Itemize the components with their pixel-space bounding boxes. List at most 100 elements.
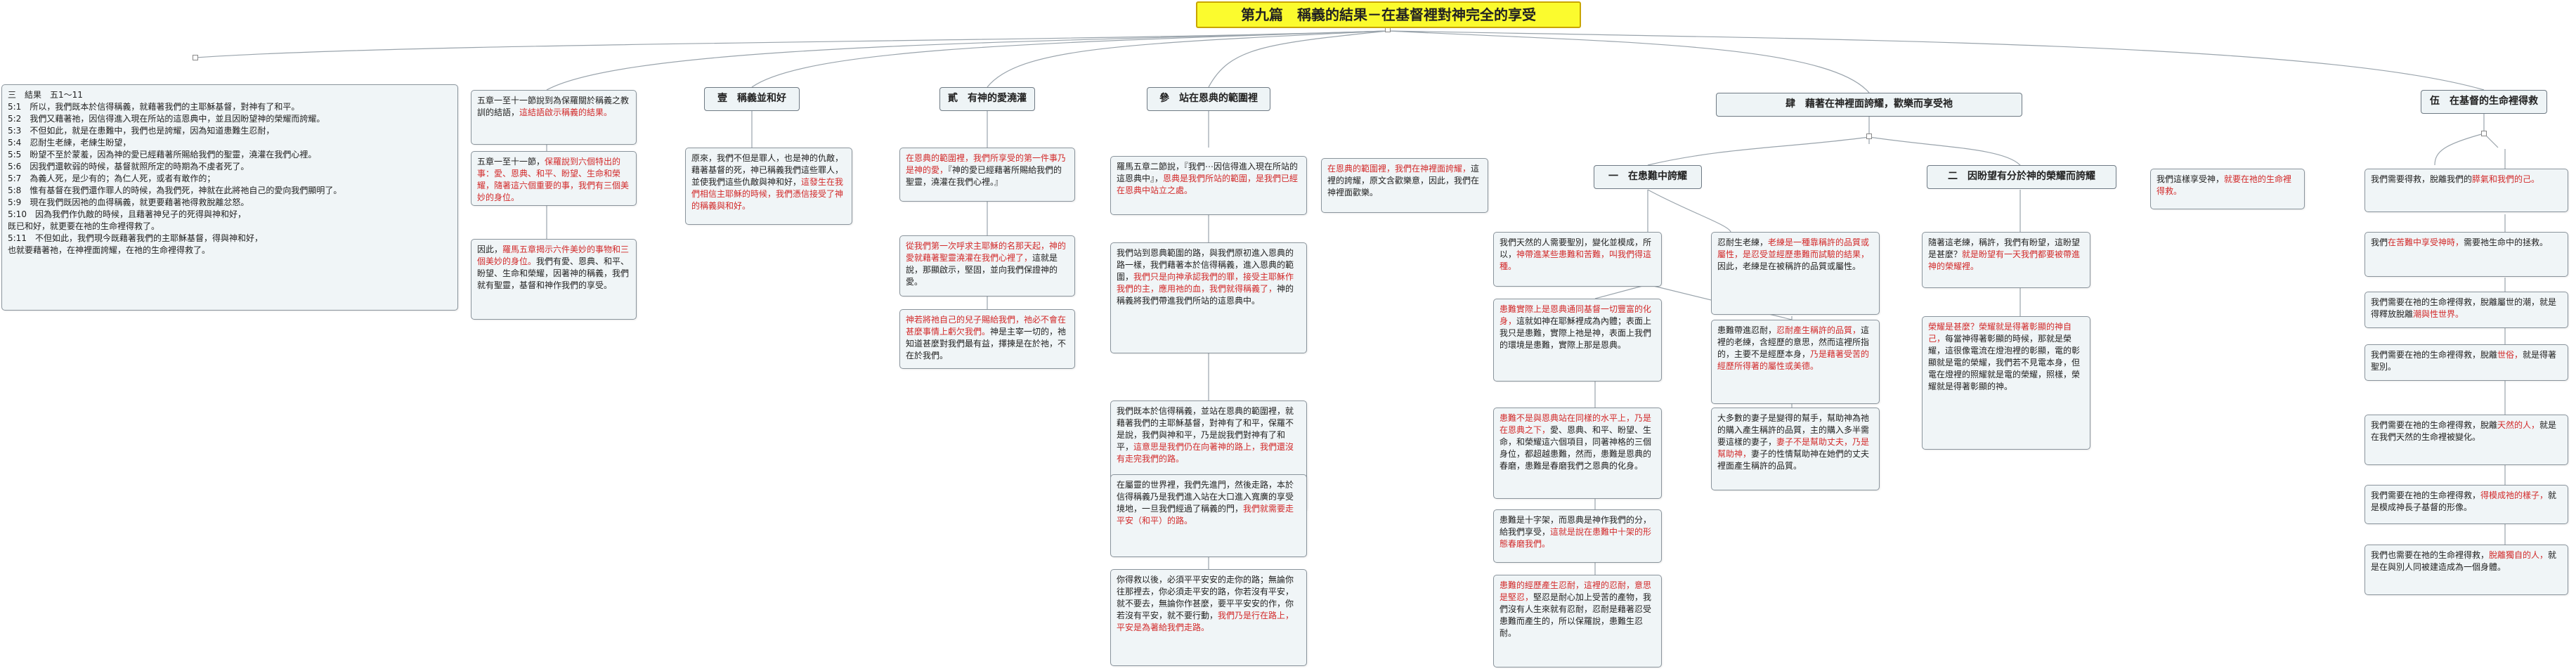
text-red: 叫我們得這種。 bbox=[1500, 249, 1652, 271]
text-red: 恩典是我們所站的範圍，是我們已經在恩典中站立之處。 bbox=[1117, 174, 1299, 195]
text-black: 患難是恩典的春磨，患難是春磨我們之恩典的化身。 bbox=[1500, 449, 1652, 471]
text-red: 我們只是向神承認我們的罪，接受主耶穌作我們的主，應用祂的血，我們就得稱義了， bbox=[1117, 272, 1294, 294]
section-2-header[interactable]: 貳 有神的愛澆灌 bbox=[939, 87, 1035, 111]
sec5-box-7: 我們也需要在祂的生命裡得救，脫離獨自的人，就是在與別人同被建造成為一個身體。 bbox=[2364, 545, 2568, 595]
node-handle-sec5[interactable] bbox=[2481, 131, 2487, 136]
text-black: 我們需要在祂的生命裡得救，脫離屬世的潮，就是得釋放脫離 bbox=[2371, 297, 2557, 319]
verse-line: 5:6 因我們還軟弱的時候，基督就照所定的時期為不虔者死了。 bbox=[8, 162, 249, 171]
sec4a-box-5: 患難的經歷產生忍耐，這裡的忍耐，意思是堅忍，堅忍是耐心加上受苦的產物，我們沒有人… bbox=[1493, 575, 1662, 667]
verse-line: 5:3 不但如此，就是在患難中，我們也是誇耀，因為知道患難生忍耐， bbox=[8, 126, 275, 136]
verse-line: 也就要藉著祂，在神裡面誇耀，在祂的生命裡得救了。 bbox=[8, 245, 211, 255]
text-black: 我們站到恩典範圍的路，與我們原初進入恩典的路一樣，我們藉著本於信得稱義，進入恩典… bbox=[1117, 248, 1294, 282]
text-black: 這裡的老練，含經歷的意思，然而這裡所指的，主要不是經歷本身， bbox=[1717, 325, 1870, 359]
text-black: 原來，我們不但是罪人，也是神的仇敵，藉著基督的死，神已稱義我們這些罪人，並使我們… bbox=[691, 153, 844, 187]
sec5-box-1: 我們需要得救，脫離我們的膵氣和我們的己。 bbox=[2364, 169, 2568, 212]
text-black: 五章一至十一節， bbox=[477, 157, 545, 167]
text-red: 就要在祂的生命裡得救。 bbox=[2157, 174, 2292, 196]
text-black: 就是得著聖別。 bbox=[2371, 350, 2557, 372]
text-red: 這結語啟示稱義的結果。 bbox=[519, 108, 613, 117]
text-black: 妻子的性情幫助神在她們的丈夫裡面產生稱許的品質。 bbox=[1717, 449, 1870, 471]
section-5-header[interactable]: 伍 在基督的生命裡得救 bbox=[2421, 90, 2547, 114]
text-red: 得模成祂的樣子， bbox=[2480, 490, 2549, 500]
sec4a-box-r2: 患難帶進忍耐，忍耐產生稱許的品質，這裡的老練，含經歷的意思，然而這裡所指的，主要… bbox=[1711, 320, 1880, 404]
text-red: 從我們第一次呼求主耶穌的名那天起，神的愛就藉著聖靈澆灌在我們心裡了， bbox=[906, 241, 1067, 263]
text-red: 榮耀是甚麼？榮耀就是得著彰顯的神自己， bbox=[1928, 322, 2072, 344]
text-black: 大多數的妻子是變得的幫手，幫助神為祂的購入產生稱許的品質，主的購入多半需要這樣的… bbox=[1717, 413, 1870, 447]
text-black: 患難是十字架，而恩典是神作我們的分，給我們享受， bbox=[1500, 515, 1652, 537]
text-black: 我們有愛、恩典、和平、盼望、生命和榮耀，因著神的稱義，我們就有聖靈，基督和神作我… bbox=[477, 256, 630, 290]
text-red: 膵氣和我們的己。 bbox=[2472, 174, 2540, 184]
verse-line: 5:7 為義人死，是少有的；為仁人死，或者有敢作的； bbox=[8, 174, 216, 183]
text-black: 就是模成神長子基督的形像。 bbox=[2371, 490, 2557, 512]
sec4a-box-1: 我們天然的人需要聖別，變化並模成，所以，神帶進某些患難和苦難，叫我們得這種。 bbox=[1493, 232, 1662, 287]
text-black: 就是在我們天然的生命裡被變化。 bbox=[2371, 420, 2557, 442]
text-red: 神帶進某些患難和苦難， bbox=[1516, 249, 1610, 259]
sec2-box-2: 從我們第一次呼求主耶穌的名那天起，神的愛就藉著聖靈澆灌在我們心裡了，這就是說，那… bbox=[899, 235, 1075, 297]
text-black: 患難帶進忍耐， bbox=[1717, 325, 1777, 335]
text-red: 我們乃是行在路上，平安是為著給我們走路。 bbox=[1117, 611, 1294, 632]
text-black: 堅忍是耐心加上受苦的產物，我們沒有人生來就有忍耐，忍耐是藉著忍受患難而產生的，所… bbox=[1500, 592, 1652, 638]
text-red: 就是盼望有一天我們都要被帶進神的榮耀裡。 bbox=[1928, 249, 2081, 271]
sec3-box-1: 羅馬五章二節說，『我們⋯因信得進入現在所站的這恩典中』，恩典是我們所站的範圍，是… bbox=[1110, 156, 1307, 215]
text-red: 脫離獨自的人， bbox=[2489, 550, 2549, 560]
verse-line: 5:5 盼望不至於蒙羞，因為神的愛已經藉著所賜給我們的聖靈，澆灌在我們心裡。 bbox=[8, 150, 317, 159]
intro-box-2: 五章一至十一節，保羅說到六個特出的事：愛、恩典、和平、盼望、生命和榮耀，隨著這六… bbox=[471, 151, 637, 206]
subsection-4-2-header[interactable]: 二 因盼望有分於神的榮耀而誇耀 bbox=[1927, 165, 2116, 189]
text-red: 患難實際上是恩典通同基督一切豐富的化身， bbox=[1500, 304, 1652, 326]
verse-line: 5:8 惟有基督在我們還作罪人的時候，為我們死，神就在此將祂自己的愛向我們顯明了… bbox=[8, 185, 342, 195]
text-red: 神若將祂自己的兒子賜給我們，祂必不會在甚麼事情上虧欠我們。 bbox=[906, 315, 1067, 337]
text-black: 在屬靈的世界裡，我們先進門，然後走路，本於信得稱義乃是我們進入站在大口進入寬廣的… bbox=[1117, 480, 1294, 514]
intro-box-3: 因此，羅馬五章揭示六件美妙的事物和三個美妙的身位。我們有愛、恩典、和平、盼望、生… bbox=[471, 239, 637, 320]
sec4a-box-2: 患難實際上是恩典通同基督一切豐富的化身，這就如神在耶穌裡成為內體；表面上我只是患… bbox=[1493, 299, 1662, 382]
text-red: 羅馬五章揭示六件美妙的事物和三個美妙的身位。 bbox=[477, 245, 630, 266]
section-4-header[interactable]: 肆 藉著在神裡面誇耀，歡樂而享受祂 bbox=[1716, 93, 2022, 117]
subsection-4-1-header[interactable]: 一 在患難中誇耀 bbox=[1594, 165, 1702, 189]
sec1-box-1: 原來，我們不但是罪人，也是神的仇敵，藉著基督的死，神已稱義我們這些罪人，並使我們… bbox=[685, 148, 852, 225]
verse-line: 5:1 所以，我們既本於信得稱義，就藉著我們的主耶穌基督，對神有了和平。 bbox=[8, 102, 300, 112]
text-black: 羅馬五章二節說，『我們⋯因信得進入現在所站的這恩典中』， bbox=[1117, 162, 1299, 183]
text-black: 這就是說，那顯啟示，堅固，並向我們保證神的愛。 bbox=[906, 253, 1058, 287]
sec5-box-2: 我們在苦難中享受神時，需要祂生命中的拯救。 bbox=[2364, 232, 2568, 277]
text-black: 這就如神在耶穌裡成為內體；表面上我只是患難，實際上祂是神，表面上我們的環境是患難… bbox=[1500, 316, 1652, 350]
text-red: 保羅說到六個特出的事：愛、恩典、和平、盼望、生命和榮耀，隨著這六個重要的事，我們… bbox=[477, 157, 630, 202]
text-black: 你得救以後，必須平平安安的走你的路；無論你往那裡去，你必須走平安的路，你若沒有平… bbox=[1117, 575, 1294, 620]
text-black: 我們需要在祂的生命裡得救， bbox=[2371, 490, 2481, 500]
sec4b-box-2: 榮耀是甚麼？榮耀就是得著彰顯的神自己，每當神得著彰顯的時候，那就是榮耀，這很像電… bbox=[1922, 316, 2090, 450]
text-black: 神的稱義將我們帶進我們所站的這恩典中。 bbox=[1117, 284, 1294, 306]
text-red: 在恩典的範圍裡，我們在神裡面誇耀， bbox=[1327, 164, 1471, 174]
verse-line: 5:2 我們又藉著祂，因信得進入現在所站的這恩典中，並且因盼望神的榮耀而誇耀。 bbox=[8, 114, 325, 124]
text-black: 我們 bbox=[2371, 237, 2388, 247]
text-black: 『神的愛已經藉著所賜給我們的聖靈，澆灌在我們心裡。』 bbox=[906, 165, 1062, 187]
node-handle-summary[interactable] bbox=[193, 55, 198, 60]
verse-line: 5:10 因為我們作仇敵的時候，且藉著神兒子的死得與神和好， bbox=[8, 209, 246, 219]
text-red: 在苦難中享受神時， bbox=[2388, 237, 2464, 247]
text-red: 忍耐產生稱許的品質， bbox=[1776, 325, 1861, 335]
text-black: 每當神得著彰顯的時候，那就是榮耀，這很像電流在燈泡裡的彰顯，電的彰顯就是電的榮耀… bbox=[1928, 334, 2081, 391]
text-black: 我們也需要在祂的生命裡得救， bbox=[2371, 550, 2490, 560]
text-black: 這裡的誇耀，原文含歡樂意，因此，我們在神裡面歡樂。 bbox=[1327, 164, 1480, 197]
text-black: 我們需要在祂的生命裡得救，脫離 bbox=[2371, 350, 2498, 360]
verse-line: 5:11 不但如此，我們現今既藉著我們的主耶穌基督，得與神和好， bbox=[8, 233, 263, 243]
verse-line: 既已和好，就更要在祂的生命裡得救了。 bbox=[8, 221, 160, 231]
sec5-box-5: 我們需要在祂的生命裡得救，脫離天然的人，就是在我們天然的生命裡被變化。 bbox=[2364, 415, 2568, 465]
text-red: 天然的人， bbox=[2497, 420, 2540, 430]
text-black: 我們這樣享受神， bbox=[2157, 174, 2225, 184]
summary-scripture-box: 三 結果 五1～11 5:1 所以，我們既本於信得稱義，就藉著我們的主耶穌基督，… bbox=[1, 84, 458, 311]
text-black: 我們需要得救，脫離我們的 bbox=[2371, 174, 2473, 184]
node-handle-sec4[interactable] bbox=[1866, 133, 1872, 139]
text-black: 忍耐生老練， bbox=[1717, 237, 1769, 247]
text-black: 隨著這老練，稱許，我們有盼望，這盼望是甚麼？ bbox=[1928, 237, 2081, 259]
section-1-header[interactable]: 壹 稱義並和好 bbox=[704, 87, 800, 111]
section-3-header[interactable]: 參 站在恩典的範圍裡 bbox=[1147, 87, 1270, 111]
text-black: 神是主宰一切的，祂知道甚麼對我們最有益，擇揀是在於祂，不在於我們。 bbox=[906, 327, 1067, 360]
verse-line: 5:4 忍耐生老練，老練生盼望， bbox=[8, 138, 131, 148]
sec5-box-6: 我們需要在祂的生命裡得救，得模成祂的樣子，就是模成神長子基督的形像。 bbox=[2364, 485, 2568, 524]
sec3-box-2: 我們站到恩典範圍的路，與我們原初進入恩典的路一樣，我們藉著本於信得稱義，進入恩典… bbox=[1110, 242, 1307, 353]
text-black: 因此，老練是在被稱許的品質或屬性。 bbox=[1717, 261, 1861, 271]
text-red: 世俗， bbox=[2497, 350, 2523, 360]
sec5-box-4: 我們需要在祂的生命裡得救，脫離世俗，就是得著聖別。 bbox=[2364, 344, 2568, 381]
summary-heading: 三 結果 五1～11 bbox=[8, 90, 83, 100]
text-red: 妻子不是幫助丈夫，乃是幫助神， bbox=[1717, 437, 1870, 459]
text-red: 在恩典的範圍裡，我們所享受的第一件事乃是神的愛， bbox=[906, 153, 1067, 175]
